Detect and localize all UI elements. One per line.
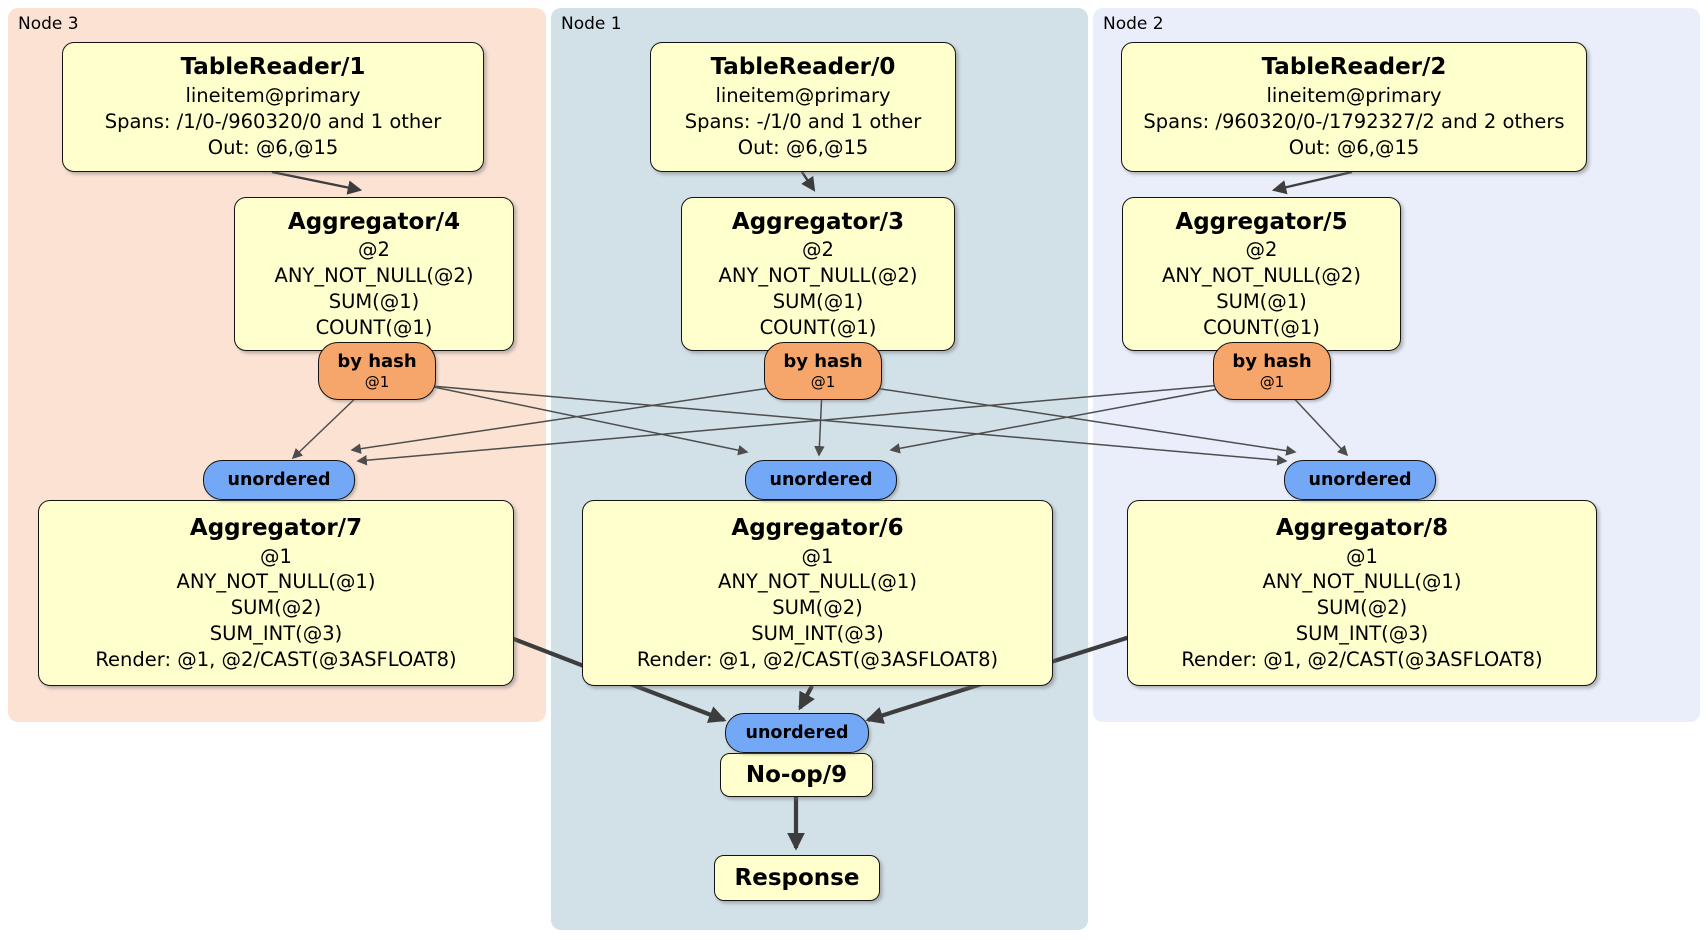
aggregator-4-groupcol: @2 (358, 238, 390, 262)
tablereader-0-title: TableReader/0 (710, 54, 896, 81)
sync-unordered-2: unordered (745, 460, 897, 500)
tablereader-0-out: Out: @6,@15 (737, 135, 869, 159)
aggregator-4-fn1: ANY_NOT_NULL(@2) (274, 264, 474, 288)
edge-hash3-sync1 (356, 384, 1223, 466)
edge-agg6-sync4 (798, 684, 815, 711)
tablereader-0-box: TableReader/0 lineitem@primary Spans: -/… (650, 42, 956, 172)
aggregator-7-groupcol: @1 (260, 544, 292, 568)
tablereader-1-index: lineitem@primary (185, 84, 361, 108)
edge-hash1-sync1 (291, 391, 363, 460)
aggregator-8-box: Aggregator/8 @1 ANY_NOT_NULL(@1) SUM(@2)… (1127, 500, 1597, 686)
aggregator-5-box: Aggregator/5 @2 ANY_NOT_NULL(@2) SUM(@1)… (1122, 197, 1401, 351)
edge-hash2-sync1 (350, 384, 791, 454)
aggregator-5-groupcol: @2 (1245, 238, 1278, 262)
edge-hash3-sync2 (889, 384, 1241, 454)
aggregator-8-fn2: SUM(@2) (1316, 596, 1408, 620)
aggregator-7-fn3: SUM_INT(@3) (209, 621, 343, 645)
noop-9-box: No-op/9 (720, 753, 873, 797)
router-by-hash-2-detail: @1 (810, 372, 836, 391)
tablereader-1-spans: Spans: /1/0-/960320/0 and 1 other (104, 110, 442, 134)
edge-hash1-sync3 (419, 384, 1288, 466)
aggregator-3-fn2: SUM(@1) (772, 289, 864, 313)
router-by-hash-3: by hash @1 (1213, 342, 1331, 400)
aggregator-8-fn1: ANY_NOT_NULL(@1) (1262, 570, 1462, 594)
aggregator-6-fn2: SUM(@2) (772, 596, 863, 620)
sync-unordered-final: unordered (725, 713, 869, 753)
tablereader-2-out: Out: @6,@15 (1288, 135, 1420, 159)
aggregator-6-title: Aggregator/6 (731, 514, 904, 541)
aggregator-6-groupcol: @1 (801, 544, 834, 568)
aggregator-5-fn2: SUM(@1) (1216, 289, 1307, 313)
tablereader-1-out: Out: @6,@15 (207, 135, 339, 159)
sync-unordered-3: unordered (1284, 460, 1436, 500)
aggregator-3-box: Aggregator/3 @2 ANY_NOT_NULL(@2) SUM(@1)… (681, 197, 955, 351)
router-by-hash-1-label: by hash (337, 351, 417, 373)
aggregator-6-render: Render: @1, @2/CAST(@3ASFLOAT8) (636, 647, 999, 671)
panel-node-3-label: Node 3 (18, 14, 79, 34)
aggregator-3-fn3: COUNT(@1) (759, 315, 877, 339)
edge-tr2-agg5 (1271, 170, 1353, 195)
aggregator-7-fn2: SUM(@2) (230, 596, 322, 620)
router-by-hash-1-detail: @1 (364, 372, 390, 391)
tablereader-0-spans: Spans: -/1/0 and 1 other (684, 110, 922, 134)
aggregator-8-title: Aggregator/8 (1275, 514, 1449, 541)
tablereader-2-box: TableReader/2 lineitem@primary Spans: /9… (1121, 42, 1587, 172)
aggregator-4-fn2: SUM(@1) (328, 289, 420, 313)
aggregator-6-fn1: ANY_NOT_NULL(@1) (718, 570, 917, 594)
response-box: Response (714, 855, 880, 901)
edge-tr0-agg3 (801, 171, 816, 192)
aggregator-8-render: Render: @1, @2/CAST(@3ASFLOAT8) (1181, 647, 1543, 671)
aggregator-4-box: Aggregator/4 @2 ANY_NOT_NULL(@2) SUM(@1)… (234, 197, 514, 351)
tablereader-1-box: TableReader/1 lineitem@primary Spans: /1… (62, 42, 484, 172)
aggregator-4-fn3: COUNT(@1) (315, 315, 433, 339)
router-by-hash-3-detail: @1 (1259, 372, 1285, 391)
edge-hash2-sync2 (814, 389, 825, 457)
aggregator-3-title: Aggregator/3 (731, 208, 905, 235)
aggregator-5-fn1: ANY_NOT_NULL(@2) (1162, 264, 1361, 288)
tablereader-0-index: lineitem@primary (715, 84, 891, 108)
aggregator-7-title: Aggregator/7 (189, 514, 363, 541)
aggregator-4-title: Aggregator/4 (287, 208, 461, 235)
edge-hash1-sync2 (399, 379, 749, 456)
edge-hash3-sync3 (1287, 391, 1349, 457)
aggregator-7-render: Render: @1, @2/CAST(@3ASFLOAT8) (95, 647, 457, 671)
edge-hash2-sync3 (854, 384, 1297, 456)
aggregator-8-groupcol: @1 (1346, 544, 1378, 568)
sync-unordered-1: unordered (203, 460, 355, 500)
tablereader-2-title: TableReader/2 (1261, 54, 1447, 81)
tablereader-2-spans: Spans: /960320/0-/1792327/2 and 2 others (1143, 110, 1565, 134)
edge-tr1-agg4 (271, 170, 363, 195)
aggregator-8-fn3: SUM_INT(@3) (1295, 621, 1429, 645)
tablereader-2-index: lineitem@primary (1266, 84, 1442, 108)
router-by-hash-3-label: by hash (1232, 351, 1312, 373)
panel-node-2-label: Node 2 (1103, 14, 1164, 34)
aggregator-6-fn3: SUM_INT(@3) (751, 621, 884, 645)
aggregator-7-fn1: ANY_NOT_NULL(@1) (176, 570, 376, 594)
aggregator-6-box: Aggregator/6 @1 ANY_NOT_NULL(@1) SUM(@2)… (582, 500, 1053, 686)
aggregator-5-fn3: COUNT(@1) (1203, 315, 1320, 339)
tablereader-1-title: TableReader/1 (180, 54, 366, 81)
aggregator-5-title: Aggregator/5 (1175, 208, 1348, 235)
aggregator-3-fn1: ANY_NOT_NULL(@2) (718, 264, 918, 288)
aggregator-7-box: Aggregator/7 @1 ANY_NOT_NULL(@1) SUM(@2)… (38, 500, 514, 686)
router-by-hash-2-label: by hash (783, 351, 863, 373)
router-by-hash-2: by hash @1 (764, 342, 882, 400)
router-by-hash-1: by hash @1 (318, 342, 436, 400)
aggregator-3-groupcol: @2 (802, 238, 834, 262)
panel-node-1-label: Node 1 (561, 14, 622, 34)
